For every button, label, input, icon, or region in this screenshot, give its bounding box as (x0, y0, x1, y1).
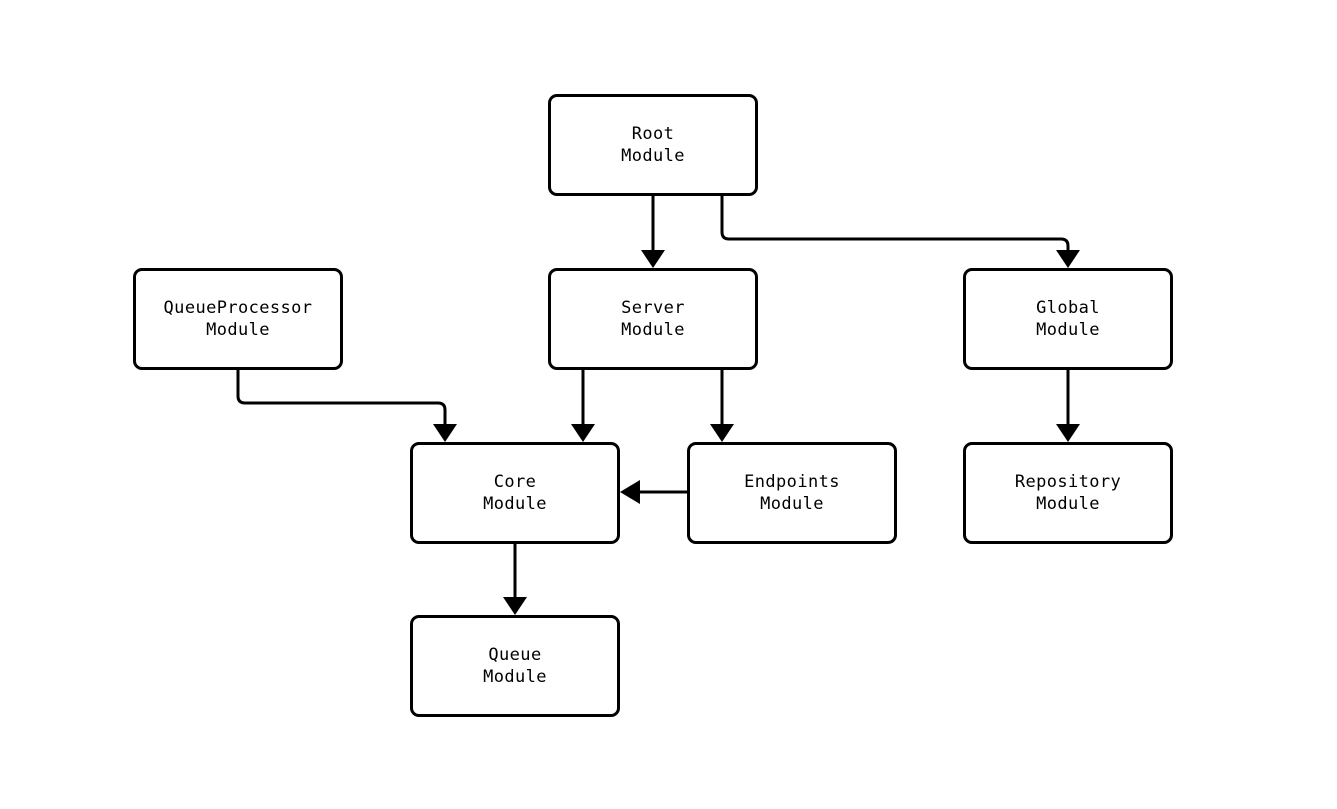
node-global-module-label: Global Module (1036, 298, 1100, 340)
node-repository-module[interactable]: Repository Module (963, 442, 1173, 544)
node-core-module-label: Core Module (483, 472, 547, 514)
node-endpoints-module[interactable]: Endpoints Module (687, 442, 897, 544)
node-endpoints-module-label: Endpoints Module (744, 472, 840, 514)
arrowhead-global-to-repository (1056, 424, 1080, 442)
arrowhead-queueprocessor-to-core (433, 424, 457, 442)
node-root-module-label: Root Module (621, 124, 685, 166)
node-server-module[interactable]: Server Module (548, 268, 758, 370)
arrowhead-core-to-queue (503, 597, 527, 615)
arrowhead-root-to-global (1056, 250, 1080, 268)
node-queue-module[interactable]: Queue Module (410, 615, 620, 717)
arrowhead-root-to-server (641, 250, 665, 268)
arrowhead-server-to-core (571, 424, 595, 442)
node-queueprocessor-module-label: QueueProcessor Module (163, 298, 313, 340)
edge-queueprocessor-to-core (236, 370, 447, 426)
arrowhead-server-to-endpoints (710, 424, 734, 442)
node-repository-module-label: Repository Module (1014, 472, 1122, 514)
node-server-module-label: Server Module (621, 298, 685, 340)
node-queue-module-label: Queue Module (483, 645, 547, 687)
edge-root-to-global (720, 196, 1070, 252)
node-root-module[interactable]: Root Module (548, 94, 758, 196)
arrowhead-endpoints-to-core (620, 480, 640, 504)
node-queueprocessor-module[interactable]: QueueProcessor Module (133, 268, 343, 370)
node-core-module[interactable]: Core Module (410, 442, 620, 544)
node-global-module[interactable]: Global Module (963, 268, 1173, 370)
